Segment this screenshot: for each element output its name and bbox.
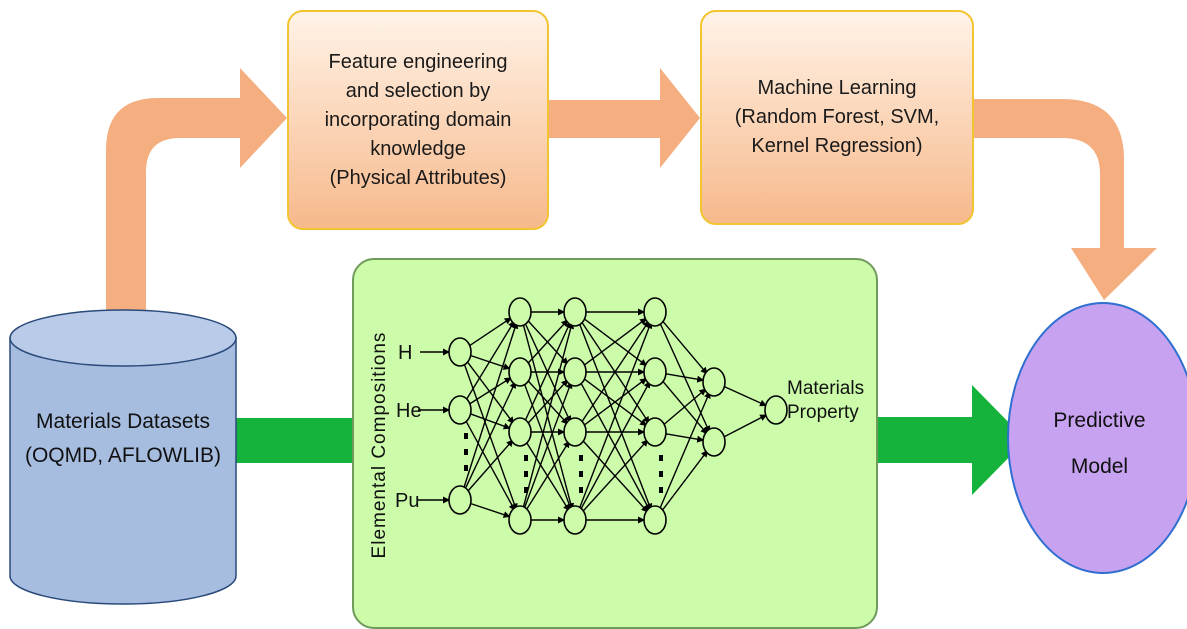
feature-line: and selection by	[345, 79, 491, 102]
network-node	[448, 395, 472, 425]
arrow-network-to-model	[878, 385, 1026, 495]
ellipsis-dot	[579, 487, 583, 493]
network-edge	[522, 321, 575, 510]
arrow-ml-to-model	[974, 99, 1157, 300]
network-node	[563, 357, 587, 387]
network-node	[508, 417, 532, 447]
ellipsis-dot	[579, 471, 583, 477]
network-edge	[523, 381, 573, 510]
network-edge	[723, 414, 768, 438]
network-edge	[465, 320, 515, 401]
ellipsis-dot	[524, 487, 528, 493]
network-node	[643, 357, 667, 387]
input-label-pu: Pu	[395, 490, 420, 512]
predictive-model-label: Predictive Model	[1012, 398, 1187, 490]
ellipsis-dot	[659, 455, 663, 461]
feature-line: Feature engineering	[328, 50, 508, 73]
ellipsis-dot	[579, 455, 583, 461]
network-node	[702, 367, 726, 397]
ellipsis-dot	[659, 471, 663, 477]
ellipsis-dot	[464, 449, 468, 455]
network-edge	[665, 433, 705, 443]
network-edge	[661, 319, 708, 375]
network-edge	[579, 380, 651, 511]
feature-line: incorporating domain	[324, 108, 512, 131]
network-edge	[580, 320, 650, 424]
network-edge	[581, 439, 649, 513]
output-line: Property	[787, 402, 859, 423]
network-node	[508, 505, 532, 535]
network-node	[702, 427, 726, 457]
network-edge	[526, 319, 569, 365]
network-edge	[462, 321, 519, 490]
network-node	[643, 505, 667, 535]
network-edge	[583, 318, 648, 366]
datasets-line: Materials Datasets	[36, 410, 210, 433]
network-node	[643, 417, 667, 447]
network-edge	[661, 449, 708, 512]
network-edge	[658, 391, 711, 511]
datasets-label: Materials Datasets (OQMD, AFLOWLIB)	[10, 405, 236, 473]
ellipsis-dot	[464, 465, 468, 471]
arrow-datasets-to-features	[106, 68, 287, 330]
predictive-model-line: Predictive	[1053, 409, 1146, 432]
network-edge	[464, 381, 516, 491]
network-edge	[468, 377, 512, 405]
datasets-cylinder	[9, 309, 237, 605]
network-edge	[468, 317, 512, 347]
predictive-model-line: Model	[1070, 455, 1129, 478]
network-node	[508, 297, 532, 327]
machine-learning-box: Machine Learning (Random Forest, SVM, Ke…	[700, 10, 974, 225]
network-edge	[526, 379, 569, 425]
network-edge	[583, 378, 648, 426]
elemental-compositions-label: Elemental Compositions	[369, 331, 390, 559]
output-node	[764, 395, 788, 425]
network-edge	[662, 388, 707, 426]
network-node	[448, 485, 472, 515]
network-edge	[466, 360, 515, 425]
arrow-datasets-to-network	[236, 418, 352, 463]
network-edge	[578, 321, 653, 510]
network-edge	[665, 373, 705, 383]
ellipsis-dot	[524, 471, 528, 477]
feature-line: knowledge	[370, 137, 466, 160]
network-node	[563, 417, 587, 447]
materials-property-label: Materials Property	[787, 377, 864, 425]
network-node	[563, 297, 587, 327]
ml-line: Machine Learning	[757, 77, 917, 99]
input-label-he: He	[396, 400, 422, 422]
feature-engineering-box: Feature engineering and selection by inc…	[287, 10, 549, 230]
ellipsis-dot	[464, 433, 468, 439]
ellipsis-dot	[524, 455, 528, 461]
network-node	[643, 297, 667, 327]
arrow-features-to-ml	[549, 68, 700, 168]
network-node	[563, 505, 587, 535]
feature-line: (Physical Attributes)	[329, 166, 507, 189]
ml-line: (Random Forest, SVM,	[734, 106, 940, 128]
ml-line: Kernel Regression)	[751, 135, 923, 157]
neural-network-panel	[352, 258, 878, 629]
network-edge	[470, 413, 511, 430]
network-edge	[466, 439, 514, 493]
output-line: Materials	[787, 378, 865, 399]
ellipsis-dot	[659, 487, 663, 493]
network-edge	[523, 321, 572, 423]
network-edge	[470, 502, 511, 518]
network-edge	[723, 385, 767, 407]
network-node	[448, 337, 472, 367]
datasets-line: (OQMD, AFLOWLIB)	[24, 444, 221, 467]
network-edge	[525, 440, 570, 512]
network-node	[508, 357, 532, 387]
input-label-h: H	[398, 342, 413, 364]
predictive-model-circle	[1007, 302, 1187, 574]
